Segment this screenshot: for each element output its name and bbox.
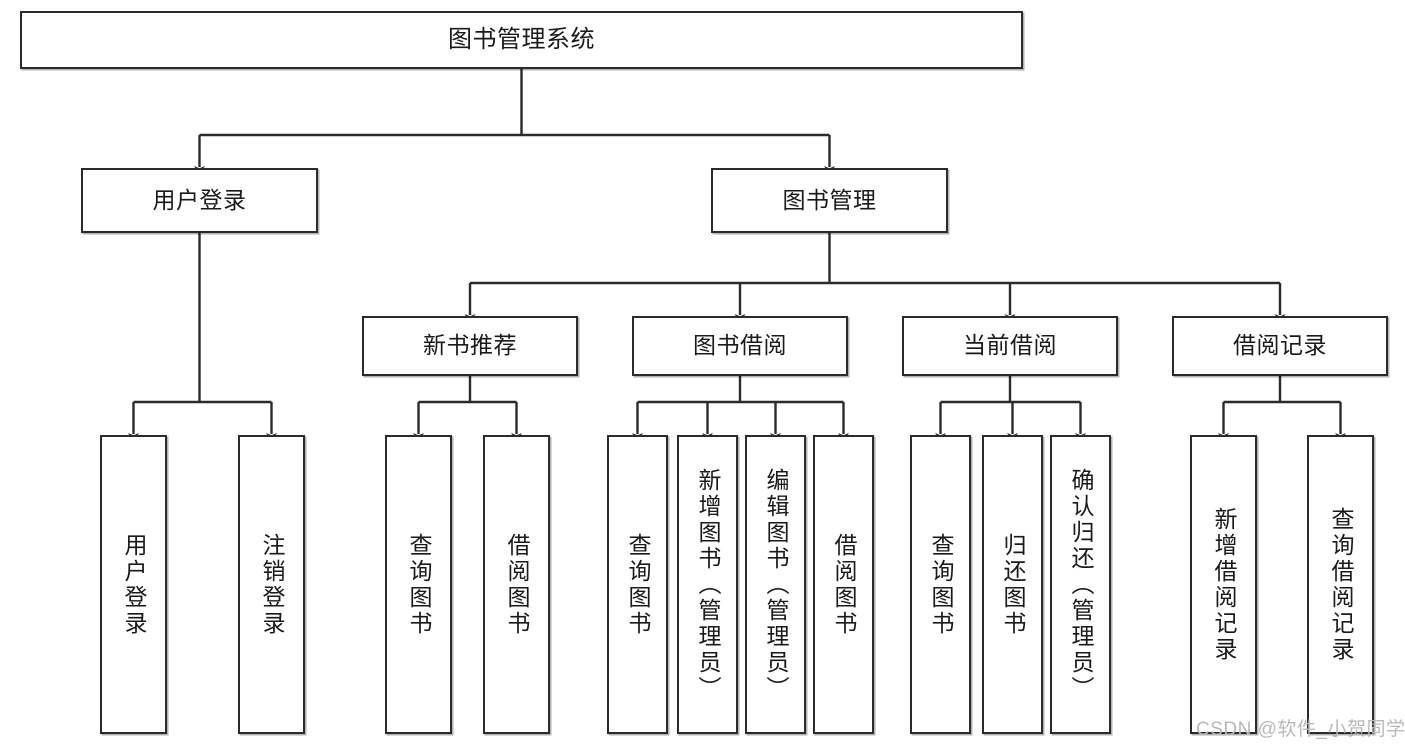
node-label: 用户登录 — [152, 186, 247, 213]
node-leaf5[interactable]: 查询图书 — [607, 435, 668, 734]
node-label: 查询图书 — [406, 532, 432, 637]
node-leaf3[interactable]: 查询图书 — [385, 435, 452, 734]
node-newbooks[interactable]: 新书推荐 — [362, 316, 578, 376]
node-root[interactable]: 图书管理系统 — [20, 11, 1023, 69]
node-label: 图书借阅 — [693, 332, 787, 359]
node-label: 归还图书 — [1000, 532, 1026, 637]
node-records[interactable]: 借阅记录 — [1172, 316, 1388, 376]
node-label: 用户登录 — [121, 532, 147, 637]
watermark-text: CSDN @软件_小贺同学 — [1196, 719, 1405, 740]
node-label: 新增图书（管理员） — [695, 467, 721, 702]
node-label: 当前借阅 — [963, 332, 1057, 359]
node-leaf6[interactable]: 新增图书（管理员） — [677, 435, 738, 734]
node-label: 新增借阅记录 — [1211, 506, 1237, 663]
node-label: 图书管理系统 — [448, 25, 595, 53]
node-label: 借阅记录 — [1233, 332, 1327, 359]
node-leaf7[interactable]: 编辑图书（管理员） — [745, 435, 806, 734]
node-leaf1[interactable]: 用户登录 — [100, 435, 167, 734]
node-label: 查询图书 — [928, 532, 954, 637]
node-bookmgmt[interactable]: 图书管理 — [711, 168, 948, 233]
node-label: 新书推荐 — [423, 332, 517, 359]
node-label: 借阅图书 — [504, 532, 530, 637]
node-borrow[interactable]: 图书借阅 — [632, 316, 848, 376]
node-label: 编辑图书（管理员） — [763, 467, 789, 702]
node-login[interactable]: 用户登录 — [81, 168, 318, 233]
node-leaf10[interactable]: 归还图书 — [982, 435, 1043, 734]
node-leaf11[interactable]: 确认归还（管理员） — [1050, 435, 1111, 734]
node-label: 注销登录 — [259, 532, 285, 637]
node-label: 查询借阅记录 — [1328, 506, 1354, 663]
edge-group — [128, 69, 1346, 442]
node-current[interactable]: 当前借阅 — [902, 316, 1118, 376]
node-label: 确认归还（管理员） — [1068, 467, 1094, 702]
node-leaf9[interactable]: 查询图书 — [910, 435, 971, 734]
node-leaf12[interactable]: 新增借阅记录 — [1190, 435, 1257, 734]
node-leaf13[interactable]: 查询借阅记录 — [1307, 435, 1374, 734]
node-leaf4[interactable]: 借阅图书 — [483, 435, 550, 734]
node-leaf8[interactable]: 借阅图书 — [813, 435, 874, 734]
node-label: 借阅图书 — [831, 532, 857, 637]
node-leaf2[interactable]: 注销登录 — [238, 435, 305, 734]
node-label: 查询图书 — [625, 532, 651, 637]
node-label: 图书管理 — [782, 186, 877, 213]
